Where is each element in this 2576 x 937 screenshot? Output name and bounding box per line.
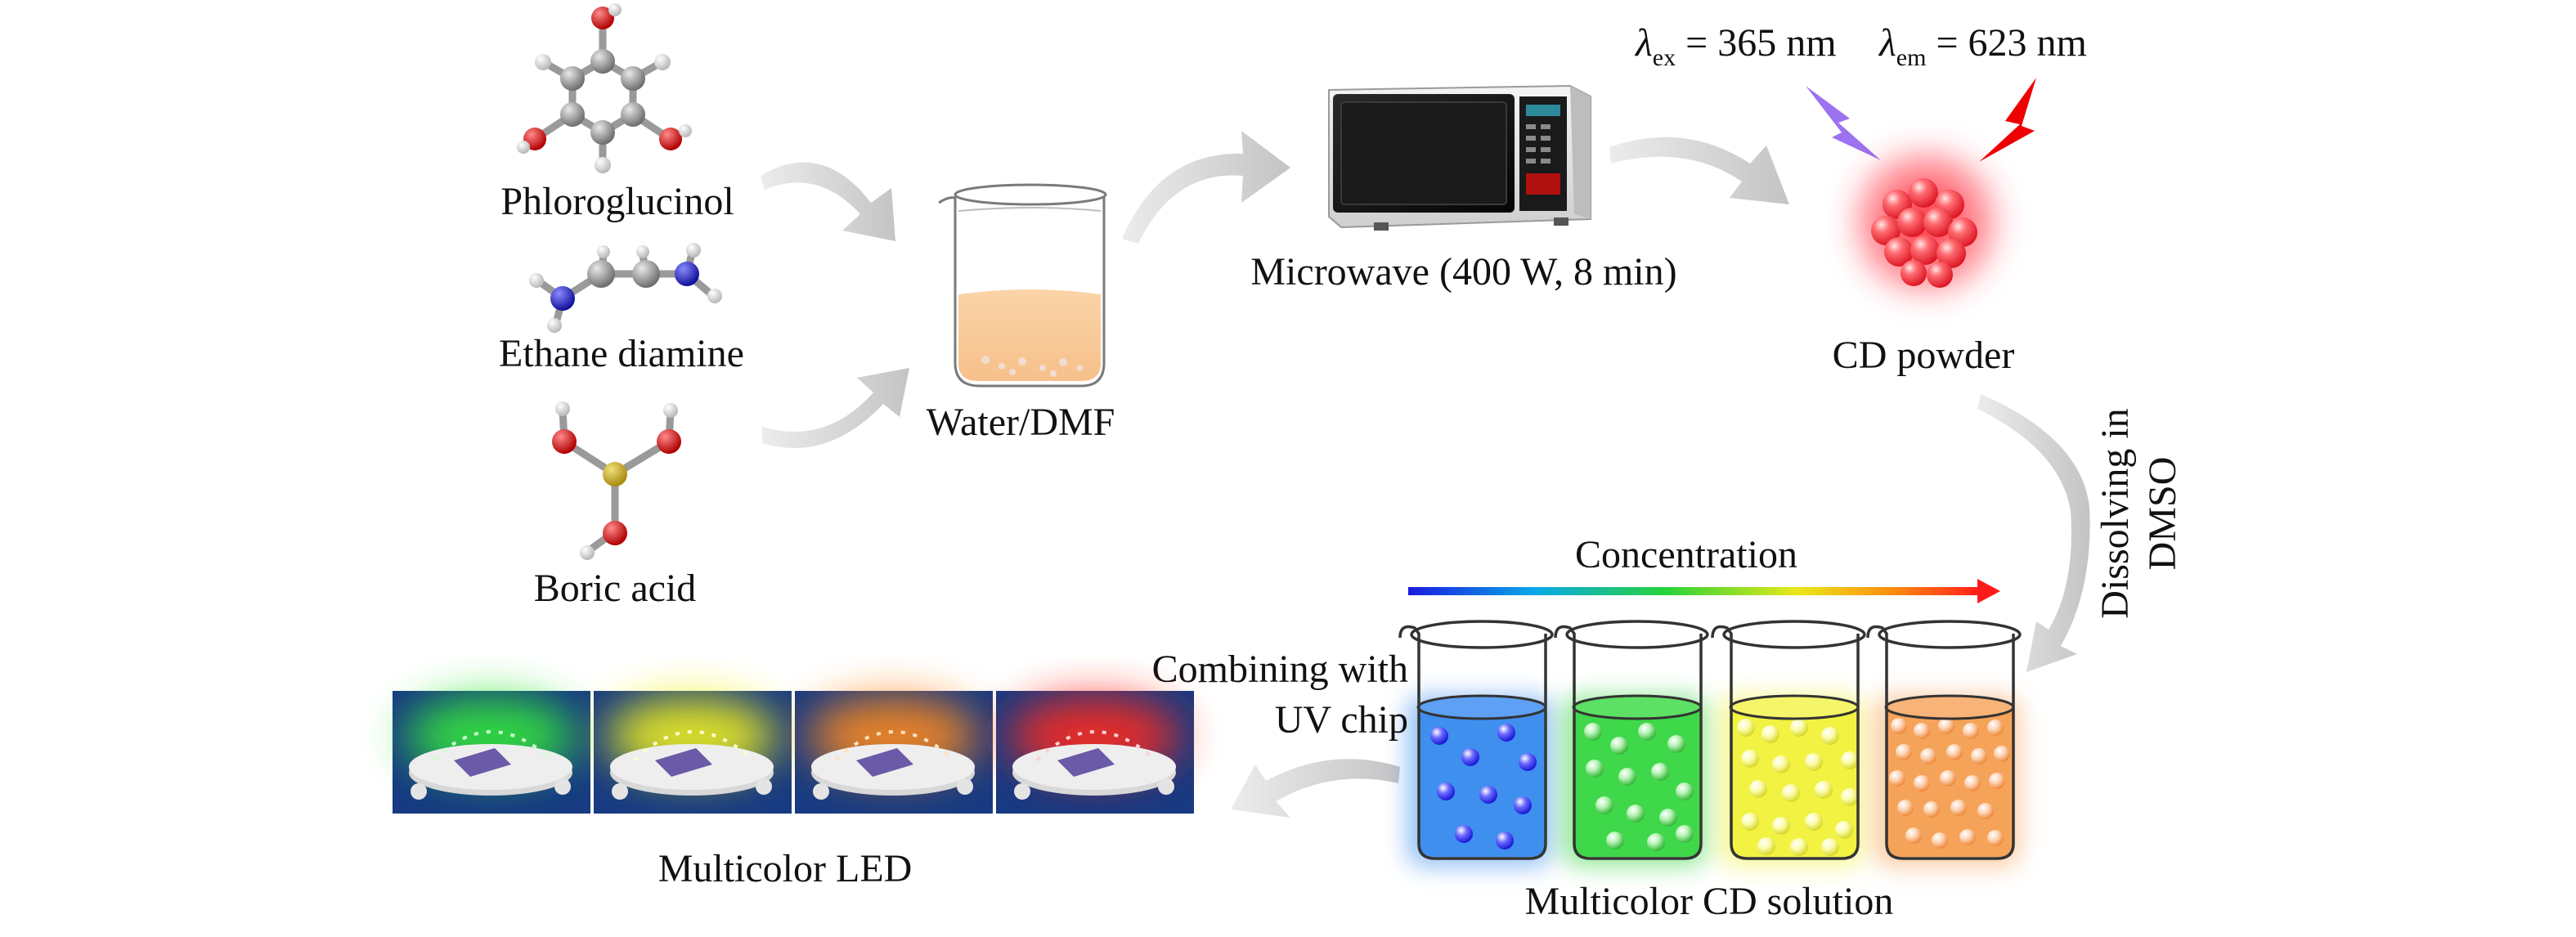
cd-powder-label: CD powder <box>1833 334 2015 377</box>
excitation-subscript: ex <box>1653 44 1676 71</box>
blue-solution-beaker-icon <box>1398 620 1554 867</box>
concentration-label: Concentration <box>1575 533 1797 576</box>
solvent-beaker-icon <box>938 183 1107 388</box>
yellow-solution-beaker-icon <box>1711 620 1866 867</box>
led-panels <box>393 691 1194 814</box>
emission-wavelength: λem = 623 nm <box>1878 21 2087 71</box>
led-label: Multicolor LED <box>658 847 913 890</box>
arrow-solvent-to-microwave-icon <box>1122 131 1290 244</box>
arrow-powder-to-solution-icon <box>1977 394 2090 672</box>
boric-acid-label: Boric acid <box>534 567 697 610</box>
solvent-label: Water/DMF <box>927 401 1115 444</box>
solution-label: Multicolor CD solution <box>1525 880 1894 923</box>
arrow-reagents-to-solvent-upper-icon <box>761 162 895 241</box>
concentration-gradient-arrow-icon <box>1408 579 2000 603</box>
dissolving-label-line2: DMSO <box>2141 457 2184 571</box>
green-solution-beaker-icon <box>1554 620 1709 867</box>
excitation-value: = 365 nm <box>1676 21 1836 65</box>
solution-beakers <box>1398 620 2022 867</box>
ethane-diamine-label: Ethane diamine <box>499 332 744 375</box>
excitation-lightning-icon <box>1806 86 1881 160</box>
ethane-diamine-molecule-icon <box>529 243 722 333</box>
excitation-symbol: λ <box>1634 21 1653 65</box>
excitation-wavelength: λex = 365 nm <box>1634 21 1837 71</box>
phloroglucinol-label: Phloroglucinol <box>500 180 734 223</box>
emission-subscript: em <box>1896 44 1927 71</box>
flow-arrows <box>761 131 2090 818</box>
cd-powder-icon <box>1840 137 2012 308</box>
emission-lightning-icon <box>1979 78 2036 162</box>
green-led-panel-icon <box>393 691 590 814</box>
boric-acid-molecule-icon <box>552 401 681 560</box>
arrow-microwave-to-powder-icon <box>1609 137 1789 204</box>
emission-value: = 623 nm <box>1926 21 2086 65</box>
microwave-oven-icon <box>1328 84 1591 231</box>
arrow-solution-to-led-icon <box>1231 759 1400 818</box>
arrow-reagents-to-solvent-lower-icon <box>762 368 909 448</box>
combining-label-line1: Combining with <box>1152 648 1408 691</box>
phloroglucinol-molecule-icon <box>517 3 692 173</box>
red-led-panel-icon <box>996 691 1194 814</box>
dissolving-label-line1: Dissolving in <box>2094 408 2137 618</box>
orange-solution-beaker-icon <box>1866 620 2022 867</box>
yellow-led-panel-icon <box>594 691 792 814</box>
combining-label-line2: UV chip <box>1275 698 1408 742</box>
microwave-label: Microwave (400 W, 8 min) <box>1250 250 1676 294</box>
orange-led-panel-icon <box>795 691 993 814</box>
emission-symbol: λ <box>1878 21 1896 65</box>
